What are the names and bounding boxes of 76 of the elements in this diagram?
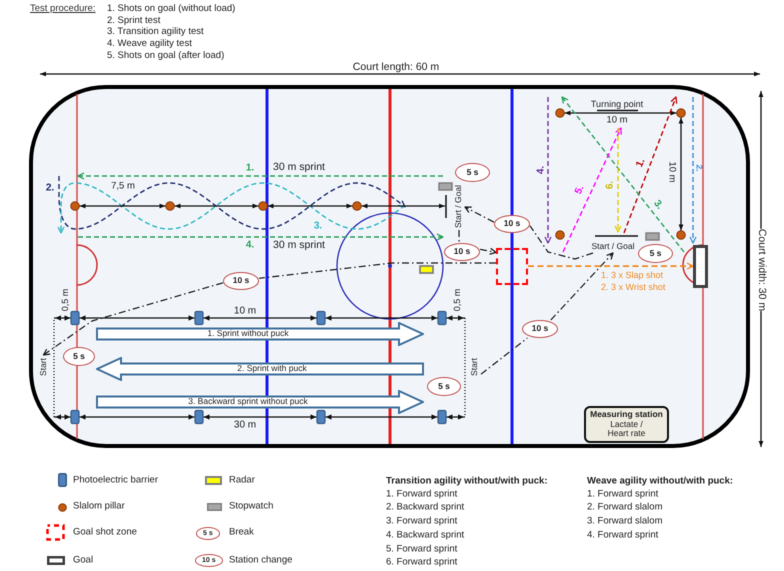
measuring-station-panel xyxy=(584,406,669,443)
dashed-arrow xyxy=(528,262,694,270)
sprint-lane-banner xyxy=(96,390,424,414)
legend-label: Slalom pillar xyxy=(73,502,125,512)
dimension-label: 0,5 m xyxy=(60,288,70,312)
shot-label: 2. 3 x Wrist shot xyxy=(601,282,666,292)
break-duration: 5 s xyxy=(466,168,478,178)
dash-dot-arrow xyxy=(42,282,224,356)
station-change-time: 10 s xyxy=(532,324,548,334)
legend-label: Photoelectric barrier xyxy=(73,476,158,486)
dimension-label: 10 m xyxy=(234,305,256,317)
list-item: 4. Backward sprint xyxy=(386,530,464,542)
station-change-time: 10 s xyxy=(232,276,250,286)
step-number: 2. xyxy=(46,182,54,194)
list-item: 3. Forward slalom xyxy=(587,516,662,528)
list-item: 4. Forward sprint xyxy=(587,530,658,542)
legend-label: Goal xyxy=(73,556,94,566)
distance-label: 30 m sprint xyxy=(273,160,325,174)
legend-label: Station change xyxy=(229,556,292,566)
break-duration: 5 s xyxy=(650,248,662,258)
break-duration: 5 s xyxy=(73,352,85,362)
list-item: 1. Shots on goal (without load) xyxy=(107,4,236,15)
step-number: 4. xyxy=(535,166,547,174)
dimension-label: 10 m xyxy=(666,161,676,183)
start-label: Start xyxy=(38,358,48,376)
station-title: Measuring station xyxy=(590,410,663,420)
step-number: 6. xyxy=(604,180,616,190)
list-item: 6. Forward sprint xyxy=(386,558,458,569)
list-item: 4. Weave agility test xyxy=(107,39,192,50)
distance-label: 30 m sprint xyxy=(273,238,325,252)
step-number: 3. xyxy=(650,198,666,212)
list-item: 1. Forward sprint xyxy=(587,489,658,500)
list-item: 5. Shots on goal (after load) xyxy=(107,50,224,62)
dimension-label: 7,5 m xyxy=(111,182,135,192)
sprint-lane-banner xyxy=(96,322,424,346)
dimension-label: 30 m xyxy=(234,419,256,431)
shot-label: 1. 3 x Slap shot xyxy=(601,270,664,280)
hockey-goal xyxy=(693,245,708,288)
list-heading: Transition agility without/with puck: xyxy=(386,476,548,488)
station-change-time: 10 s xyxy=(454,247,470,257)
step-number: 1. xyxy=(634,156,648,170)
list-heading: Weave agility without/with puck: xyxy=(587,476,734,488)
sprint-label: 3. Backward sprint without puck xyxy=(188,397,308,407)
list-item: 2. Backward sprint xyxy=(386,502,464,514)
list-item: 1. Forward sprint xyxy=(386,489,458,500)
legend-label: Goal shot zone xyxy=(73,528,137,538)
dimension-label: 0,5 m xyxy=(452,288,462,312)
step-number: 2. xyxy=(694,164,704,172)
heading: Test procedure: xyxy=(30,4,96,15)
list-item: 3. Forward sprint xyxy=(386,516,458,528)
legend-label: Radar xyxy=(229,476,255,486)
sprint-lane-banner xyxy=(96,357,424,381)
dash-dot-arrow xyxy=(464,206,494,223)
start-goal-label: Start / Goal xyxy=(454,185,464,228)
sprint-label: 2. Sprint with puck xyxy=(237,364,307,374)
goal-shot-zone xyxy=(496,248,528,285)
break-duration: 5 s xyxy=(438,382,450,392)
start-goal-label: Start / Goal xyxy=(592,242,634,252)
sprint-label: 1. Sprint without puck xyxy=(207,329,289,339)
list-item: 3. Transition agility test xyxy=(107,27,204,38)
step-number: 1. xyxy=(246,162,254,174)
step-number: 3. xyxy=(314,220,322,232)
turning-point-label: Turning point xyxy=(590,98,644,110)
list-item: 2. Sprint test xyxy=(107,16,160,27)
list-item: 5. Forward sprint xyxy=(386,544,458,556)
legend-label: Break xyxy=(229,528,254,538)
step-number: 4. xyxy=(246,239,254,251)
list-item: 2. Forward slalom xyxy=(587,502,662,514)
dash-dot-arrow xyxy=(550,252,614,320)
dash-dot-arrow xyxy=(480,248,497,255)
station-change-time: 10 s xyxy=(504,219,520,229)
station-detail: Lactate / Heart rate xyxy=(608,420,646,440)
step-number: 5. xyxy=(573,184,587,196)
dimension-label: 10 m xyxy=(606,116,628,126)
legend-label: Stopwatch xyxy=(229,502,274,512)
start-label: Start xyxy=(470,358,480,376)
